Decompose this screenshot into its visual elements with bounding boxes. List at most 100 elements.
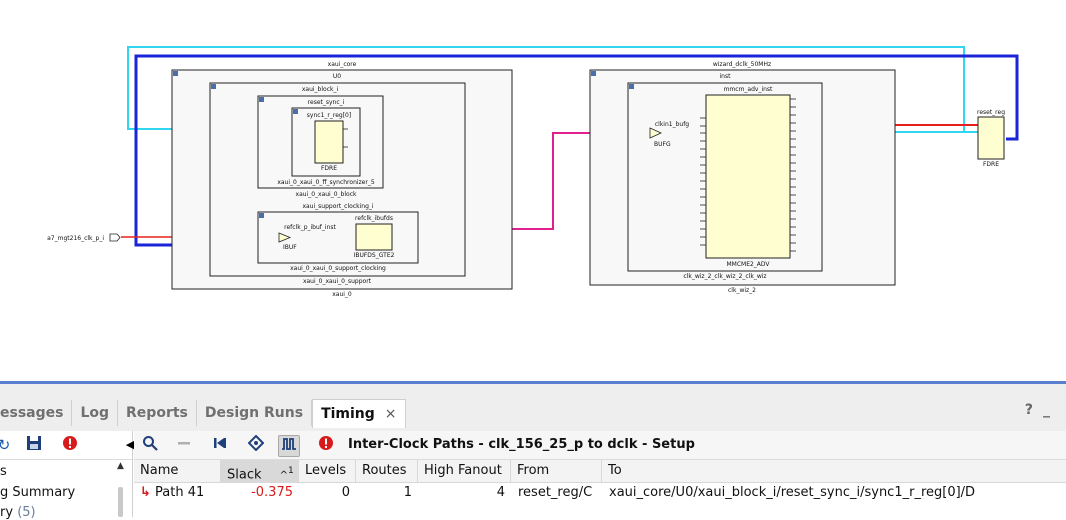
- column-header-slack[interactable]: Slack ^1: [221, 460, 299, 482]
- flip-icon[interactable]: [210, 435, 230, 455]
- error-icon[interactable]: [60, 435, 80, 455]
- tab-label: essages: [0, 405, 64, 421]
- cell-label: BUFG: [654, 141, 671, 148]
- cell-u0[interactable]: [209, 82, 466, 277]
- expand-icon[interactable]: [173, 71, 178, 76]
- timing-tree-panel: ↻ ◀ s g Summary ry (5) ▲: [0, 431, 134, 520]
- mmcm-pins: [343, 98, 796, 252]
- collapse-left-icon[interactable]: ◀: [125, 438, 135, 451]
- sort-asc-icon: ^: [279, 470, 289, 482]
- cell-name[interactable]: ↳ Path 41: [140, 483, 221, 503]
- column-header-routes[interactable]: Routes: [356, 460, 418, 482]
- tree-item-label: ry: [0, 505, 14, 520]
- expand-icon[interactable]: [629, 84, 634, 89]
- expand-icon[interactable]: [211, 84, 216, 89]
- tab-timing[interactable]: Timing ×: [312, 398, 406, 428]
- cell-routes: 1: [403, 485, 412, 500]
- bufg-symbol[interactable]: [649, 127, 662, 139]
- tab-log[interactable]: Log: [72, 400, 119, 426]
- expand-icon[interactable]: [293, 109, 298, 114]
- panel-divider[interactable]: [0, 381, 1066, 384]
- tab-label: Timing: [321, 405, 375, 422]
- help-icon[interactable]: ?: [1024, 402, 1043, 418]
- save-icon[interactable]: [24, 435, 44, 455]
- cell-label: xaui_block_i: [302, 86, 339, 93]
- cell-label: FDRE: [321, 165, 337, 172]
- cell-reset-reg[interactable]: [977, 116, 1005, 160]
- column-header-levels[interactable]: Levels: [299, 460, 356, 482]
- column-header-to[interactable]: To: [602, 460, 1066, 482]
- error-icon[interactable]: [316, 435, 336, 455]
- cell-high-fanout: 4: [496, 485, 505, 500]
- tree-item[interactable]: s: [0, 464, 7, 479]
- tree-item-summary[interactable]: g Summary: [0, 485, 75, 500]
- cell-label: xaui_0_xaui_0_support_clocking: [290, 265, 386, 272]
- minus-icon[interactable]: [174, 435, 194, 455]
- cell-xaui-block[interactable]: [257, 95, 384, 189]
- cell-reset-sync[interactable]: [291, 107, 361, 177]
- cell-support-clocking[interactable]: [257, 211, 419, 264]
- expand-icon[interactable]: [259, 97, 264, 102]
- cell-xaui-core[interactable]: [171, 69, 513, 290]
- cell-label: IBUFDS_GTE2: [354, 252, 395, 259]
- input-port-icon[interactable]: [109, 233, 121, 242]
- search-icon[interactable]: [140, 435, 160, 455]
- timing-results-panel: Inter-Clock Paths - clk_156_25_p to dclk…: [134, 431, 1066, 517]
- left-toolbar: ↻ ◀: [0, 431, 134, 460]
- net-blue[interactable]: [134, 54, 1019, 247]
- schematic-canvas[interactable]: xaui_core U0 xaui_0 xaui_0_xaui_0_suppor…: [0, 0, 1066, 380]
- column-label: Name: [140, 463, 179, 478]
- cell-mmcm[interactable]: [705, 94, 791, 259]
- close-icon[interactable]: ×: [384, 405, 397, 422]
- tab-label: Design Runs: [204, 405, 304, 421]
- schematic-view[interactable]: xaui_core U0 xaui_0 xaui_0_xaui_0_suppor…: [0, 0, 1066, 380]
- cell-label: xaui_0_xaui_0_block: [296, 191, 357, 198]
- cell-label: MMCME2_ADV: [726, 261, 770, 268]
- cell-label: xaui_0_xaui_0_ff_synchronizer_5: [277, 179, 375, 186]
- expand-icon[interactable]: [259, 213, 264, 218]
- cell-label: sync1_r_reg[0]: [307, 112, 351, 119]
- column-header-high-fanout[interactable]: High Fanout: [418, 460, 511, 482]
- tree-item[interactable]: ry (5): [0, 505, 36, 520]
- column-label: Slack: [227, 467, 262, 483]
- tab-label: Reports: [126, 405, 188, 421]
- cell-label: FDRE: [983, 161, 999, 168]
- tree-item-label: g Summary: [0, 485, 76, 500]
- table-header: Name Slack ^1 Levels Routes High Fanout …: [134, 460, 1066, 483]
- path-icon: ↳: [140, 485, 151, 500]
- table-row[interactable]: ↳ Path 41 -0.375 0 1 4 reset_reg/C xaui_…: [134, 483, 1066, 503]
- cell-sync1-ff[interactable]: [314, 120, 344, 164]
- column-header-name[interactable]: Name: [134, 460, 221, 482]
- tab-design-runs[interactable]: Design Runs: [197, 400, 313, 426]
- cell-label: xaui_support_clocking_i: [302, 203, 373, 210]
- scroll-up-icon[interactable]: ▲: [117, 461, 124, 471]
- diamond-icon[interactable]: [246, 434, 266, 455]
- cell-label: mmcm_adv_inst: [724, 86, 773, 93]
- tab-bar: essages Log Reports Design Runs Timing× …: [0, 384, 1066, 431]
- cell-label: xaui_0: [332, 291, 352, 298]
- tree-item-count: (5): [17, 505, 36, 520]
- timing-title: Inter-Clock Paths - clk_156_25_p to dclk…: [348, 437, 695, 452]
- cell-label: wizard_dclk_50MHz: [713, 61, 771, 68]
- scrollbar-thumb[interactable]: [118, 487, 123, 517]
- tabbar-right: ?_: [1025, 402, 1060, 418]
- column-label: Routes: [362, 463, 407, 478]
- waveform-icon[interactable]: [278, 435, 300, 457]
- cell-ibufds[interactable]: [355, 223, 393, 251]
- cell-inst[interactable]: [627, 82, 823, 272]
- tab-label: Log: [80, 405, 110, 421]
- tabs: essages Log Reports Design Runs Timing ×: [0, 398, 406, 428]
- minimize-icon[interactable]: _: [1043, 402, 1060, 418]
- cell-label: clk_wiz_2_clk_wiz_2_clk_wiz: [683, 273, 766, 280]
- column-label: To: [608, 463, 622, 478]
- tab-reports[interactable]: Reports: [118, 400, 197, 426]
- refresh-icon[interactable]: ↻: [0, 436, 11, 454]
- expand-icon[interactable]: [591, 71, 596, 76]
- tab-messages[interactable]: essages: [0, 400, 73, 426]
- ibuf-symbol[interactable]: [278, 232, 292, 243]
- cell-label: clk_wiz_2: [728, 287, 756, 294]
- sort-index: 1: [288, 466, 294, 476]
- cell-slack: -0.375: [251, 485, 293, 500]
- cell-label: inst: [720, 73, 732, 80]
- column-header-from[interactable]: From: [511, 460, 602, 482]
